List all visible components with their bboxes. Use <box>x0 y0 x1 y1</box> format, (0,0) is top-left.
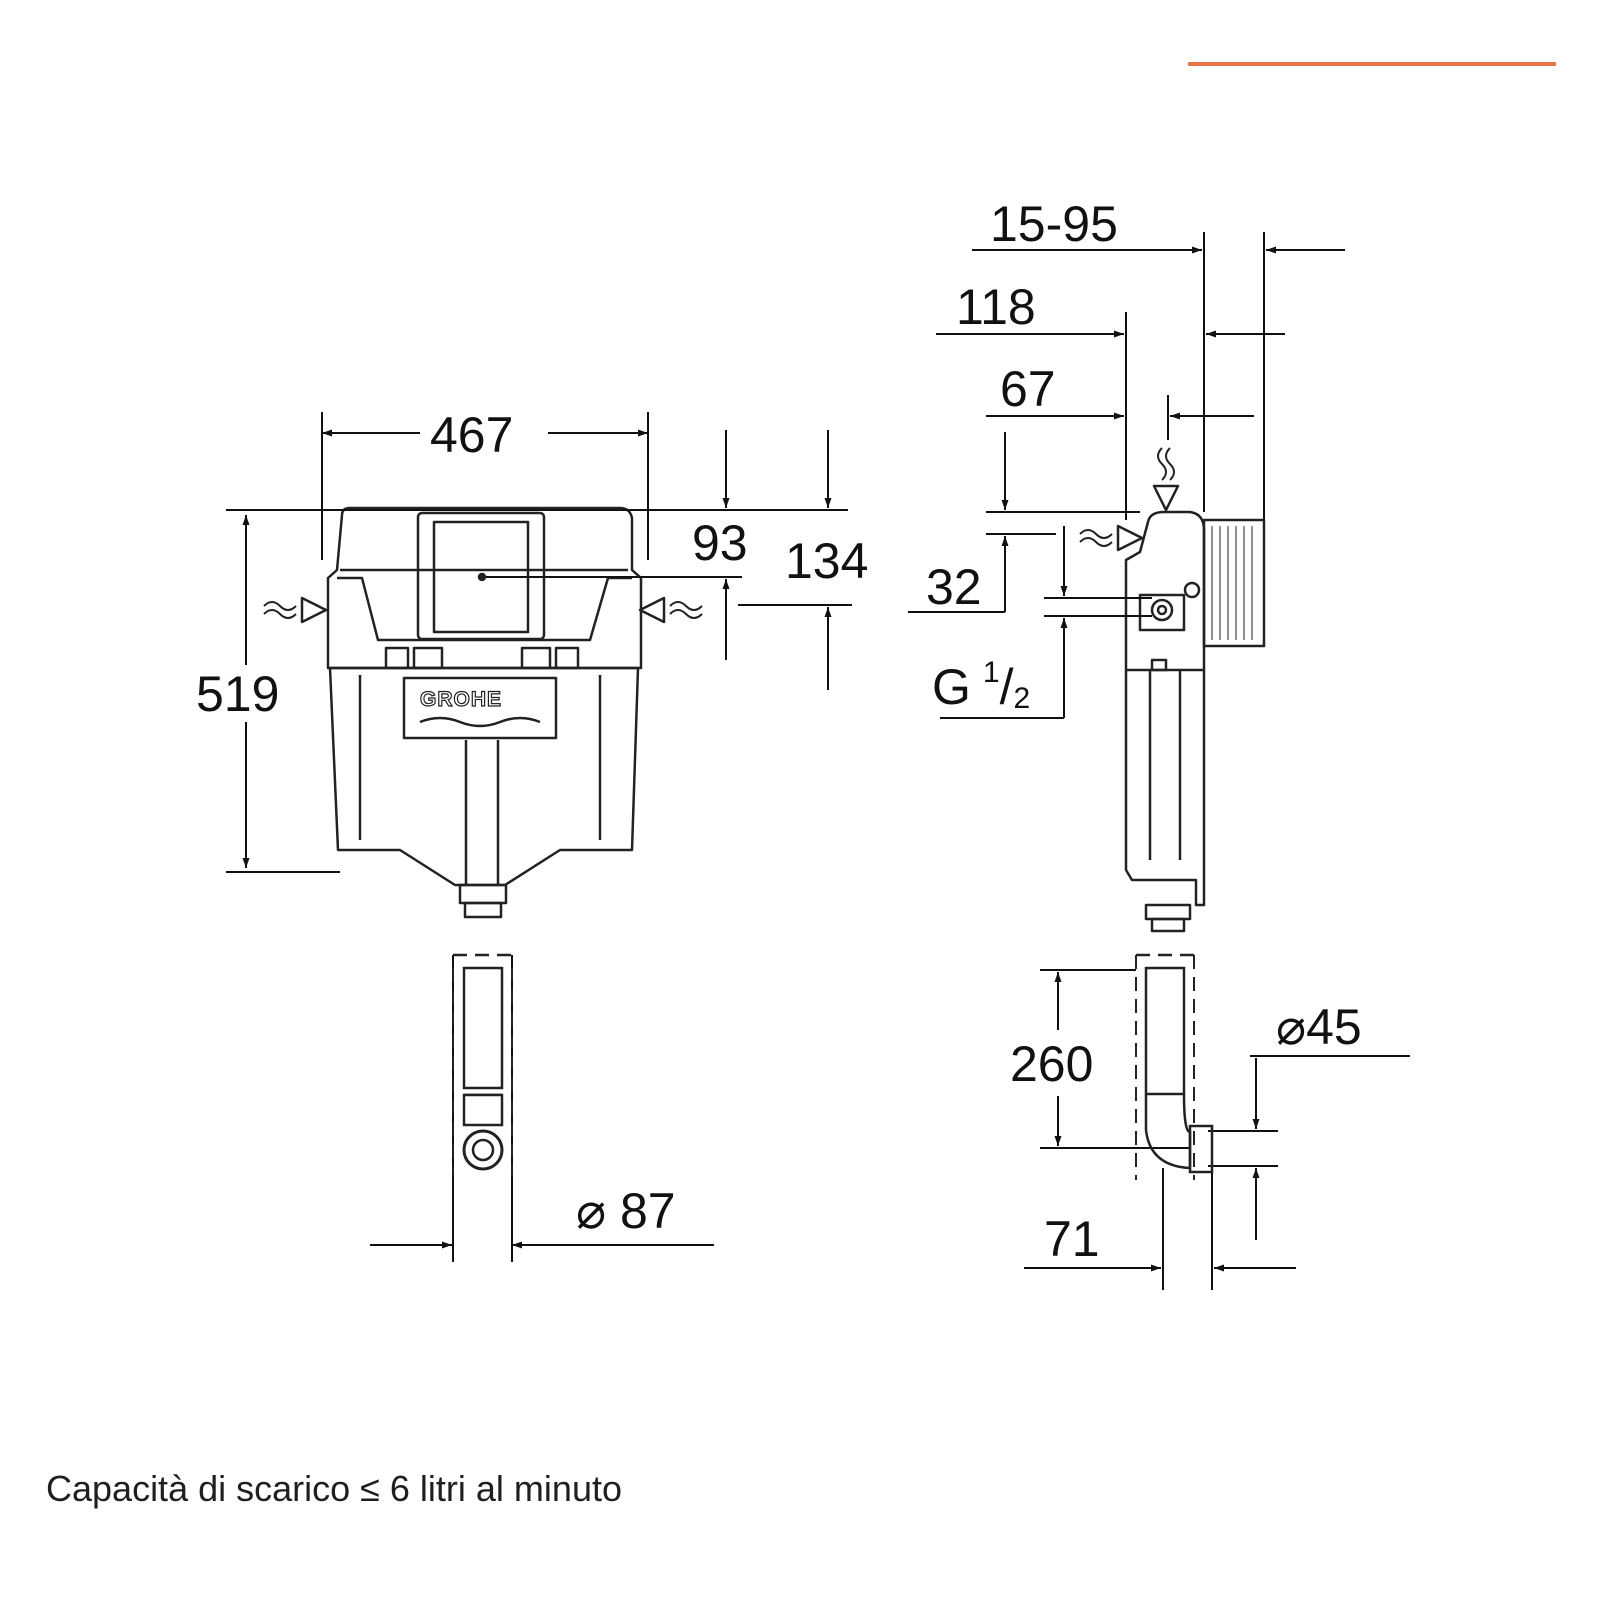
inlet-arrow-left <box>300 596 328 624</box>
dim-71: 71 <box>1044 1211 1100 1267</box>
inlet-arrow-right <box>638 596 666 624</box>
side-pipe-bend <box>1144 1093 1192 1170</box>
side-clip <box>1150 658 1168 672</box>
cistern-upper-body <box>326 506 643 670</box>
grohe-logo-text: GROHE <box>420 688 502 711</box>
inlet-wave-left <box>263 601 297 619</box>
valve-block <box>1138 593 1186 632</box>
pipe-bend-inner <box>471 1138 495 1162</box>
dim-118: 118 <box>956 279 1036 335</box>
dim-67: 67 <box>1000 361 1056 417</box>
inlet-wave-top <box>1157 447 1175 481</box>
logo-plate <box>402 676 558 740</box>
inlet-arrow-side <box>1116 524 1144 552</box>
accent-line <box>1188 62 1556 66</box>
flush-plate-center <box>477 572 487 582</box>
inlet-arrow-top <box>1152 484 1180 512</box>
front-dimensions <box>226 412 852 1262</box>
side-pipe-outlet <box>1188 1124 1214 1174</box>
dim-32: 32 <box>926 559 982 615</box>
front-view <box>263 506 703 919</box>
outlet-nozzle-tip <box>463 901 503 919</box>
side-flush-box-lines <box>1211 526 1253 640</box>
outlet-channel <box>464 740 500 885</box>
cistern-ribs <box>358 675 602 840</box>
dim-15-95: 15-95 <box>990 196 1118 252</box>
side-dimensions <box>908 232 1410 1290</box>
dim-thread-denominator: 2 <box>1014 682 1031 715</box>
clip-right <box>554 646 580 670</box>
valve-outer <box>1150 598 1174 622</box>
dim-thread-letter: G <box>932 659 971 715</box>
inlet-wave-right <box>669 601 703 619</box>
dim-87-value: 87 <box>620 1183 676 1239</box>
logo-wave <box>419 716 541 728</box>
pipe-bend-outer <box>462 1129 504 1171</box>
dim-45: ⌀45 <box>1276 999 1362 1055</box>
side-pipe-segment <box>1144 966 1186 1096</box>
dim-93: 93 <box>692 515 748 571</box>
outlet-nozzle <box>458 883 508 905</box>
dim-87: ⌀ 87 <box>576 1183 676 1239</box>
clip-right-2 <box>520 646 552 670</box>
clip-left-2 <box>412 646 444 670</box>
side-body <box>1124 510 1206 907</box>
side-flush-box <box>1202 518 1266 648</box>
valve-small <box>1183 581 1201 599</box>
side-nozzle-tip <box>1150 917 1186 933</box>
front-pipe <box>452 953 513 1175</box>
valve-inner <box>1156 604 1168 616</box>
inlet-wave-side <box>1079 529 1113 547</box>
dim-260: 260 <box>1010 1036 1093 1092</box>
dim-45-value: 45 <box>1306 999 1362 1055</box>
pipe-segment <box>462 966 504 1090</box>
dim-thread-numerator: 1 <box>983 656 1000 689</box>
caption: Capacità di scarico ≤ 6 litri al minuto <box>46 1468 622 1509</box>
dim-width-467: 467 <box>430 407 513 463</box>
side-nozzle <box>1144 903 1192 921</box>
cistern-bracket <box>337 576 632 642</box>
dim-134: 134 <box>785 533 868 589</box>
side-view <box>1079 447 1266 933</box>
side-ribs <box>1126 668 1204 860</box>
clip-left <box>384 646 410 670</box>
dim-height-519: 519 <box>196 666 279 722</box>
side-pipe <box>1135 953 1214 1180</box>
